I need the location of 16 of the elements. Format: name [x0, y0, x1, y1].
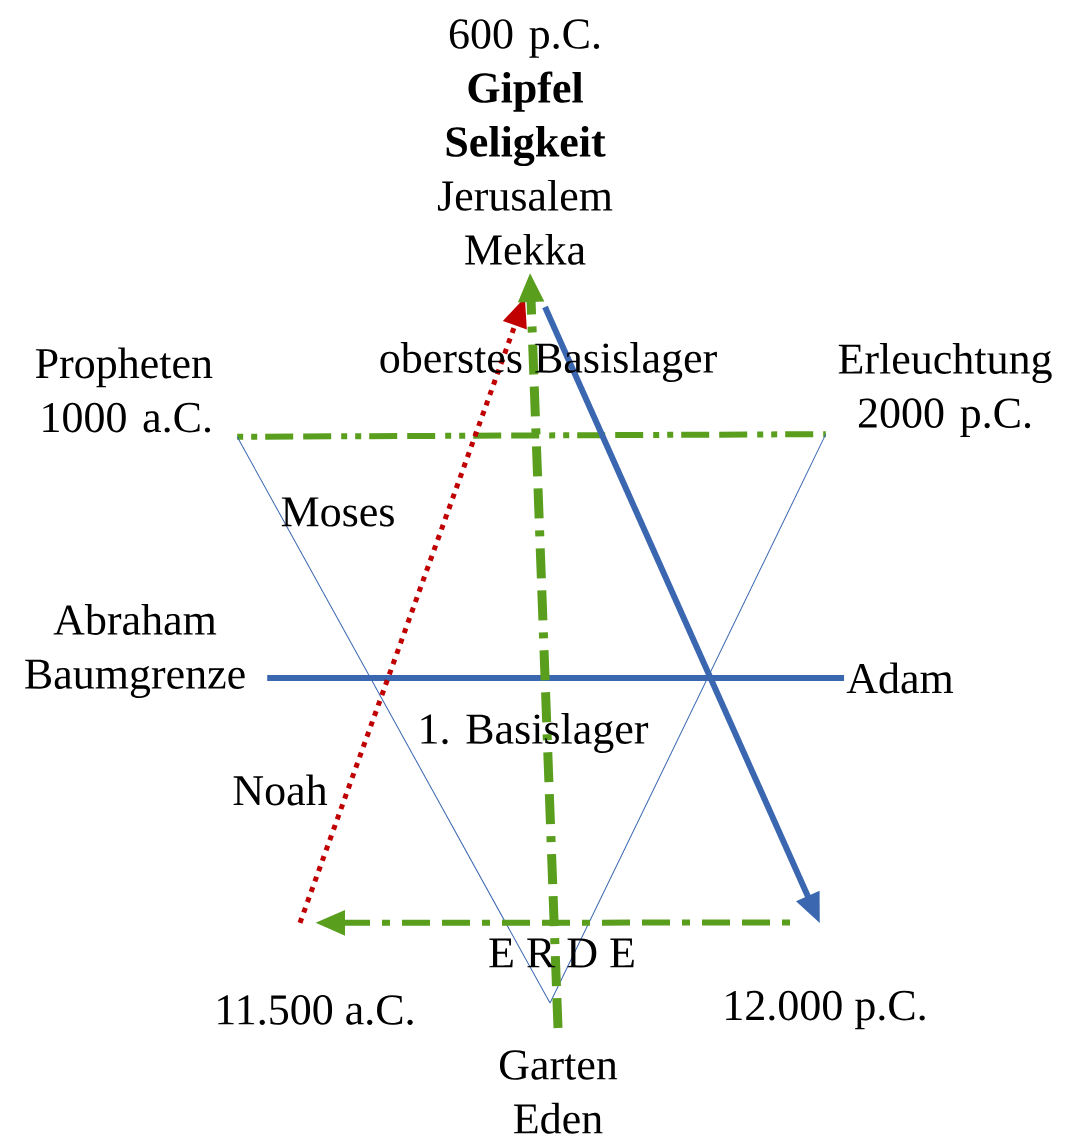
line [237, 431, 826, 440]
text-label: 600 p.C. Gipfel Seligkeit Jerusalem Mekka [437, 19, 613, 265]
text-label: E R D E [489, 938, 634, 968]
text-label: Garten Eden [499, 1050, 618, 1134]
text-label: Propheten 1000 a.C. [35, 347, 213, 433]
text-label: Abraham Baumgrenze [25, 604, 245, 698]
text-label: Adam [846, 662, 954, 694]
text-label: 1. Basislager [421, 713, 649, 753]
line [267, 675, 845, 681]
line [236, 436, 551, 1004]
text-label: 11.500 a.C. [218, 995, 413, 1025]
text-label: Noah [233, 774, 328, 806]
text-label: Moses [281, 497, 394, 527]
text-label: Erleuchtung 2000 p.C. [838, 343, 1052, 437]
text-label: 12.000 p.C. [726, 990, 925, 1030]
line [549, 433, 827, 1004]
